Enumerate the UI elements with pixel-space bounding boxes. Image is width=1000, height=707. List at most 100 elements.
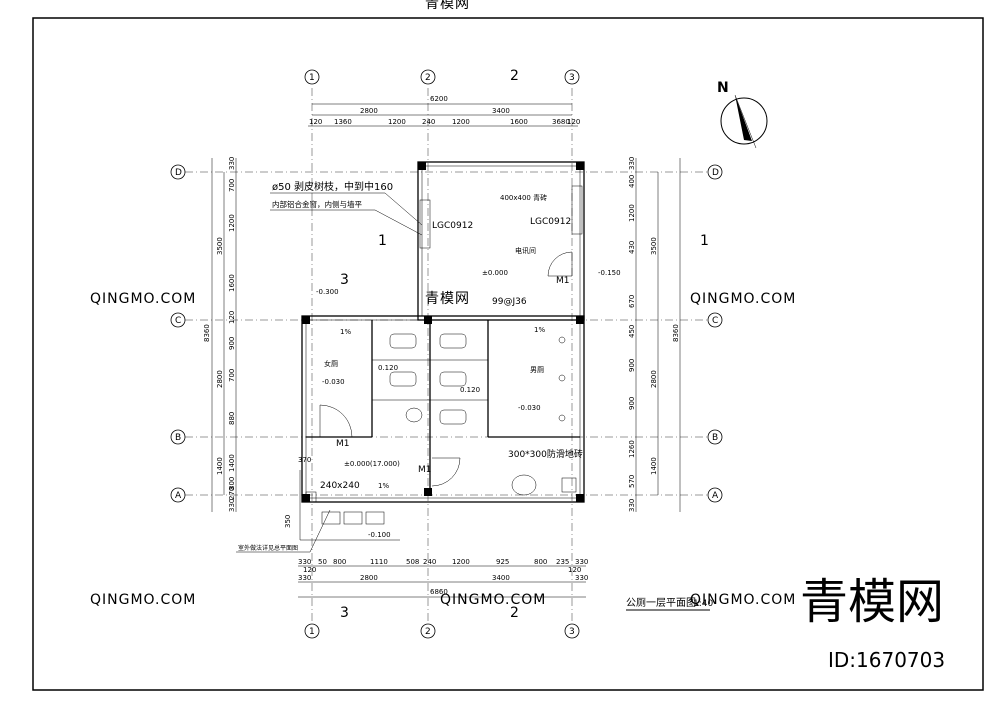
dimension-text: 120	[228, 311, 236, 324]
drawing-frame	[32, 17, 984, 691]
dimension-text: 2800	[360, 107, 378, 115]
dimension-text: 3500	[216, 237, 224, 255]
dimension-text: 330	[628, 499, 636, 512]
section-mark: 2	[510, 605, 519, 621]
dimension-text: 1400	[650, 457, 658, 475]
dimension-text: 800	[534, 558, 547, 566]
dimension-text: 240	[423, 558, 436, 566]
annotation-slope: 1%	[534, 326, 545, 334]
dimension-text: 900	[228, 337, 236, 350]
annotation-rail: ø50 剥皮树枝，中到中160	[272, 180, 393, 193]
axis-bubbles-left: D C B A	[170, 164, 186, 503]
annotation-level: -0.030	[518, 404, 541, 412]
brand-logo: 青模网	[800, 574, 944, 630]
axis-label: C	[712, 316, 718, 326]
drawing-title: 公厕一层平面图 1:40	[626, 597, 713, 611]
axis-label: B	[175, 433, 181, 443]
dimension-text: 1400	[228, 454, 236, 472]
axis-label: A	[712, 491, 719, 501]
axis-bubbles-bottom: 1 2 3 3 2	[304, 605, 580, 639]
axis-label: 1	[309, 73, 315, 83]
dimension-text: 800	[228, 477, 236, 490]
axis-label: 2	[425, 73, 431, 83]
dimension-text: 1360	[334, 118, 352, 126]
annotation-door: M1	[336, 439, 350, 449]
axis-label: D	[712, 168, 719, 178]
dimension-top: 6200 2800 3400 120 1360 1200 240 1200 16…	[308, 95, 580, 127]
annotation-outdoor: 室外做法详见总平面图	[238, 544, 298, 552]
annotation-door: M1	[556, 276, 570, 286]
building-walls	[301, 161, 585, 503]
dimension-text: 1260	[628, 440, 636, 458]
dimension-text: 8360	[203, 324, 211, 342]
annotation-pillar: 400x400 青砖	[500, 193, 547, 202]
watermark-text: QINGMO.COM	[690, 291, 796, 307]
dimension-text: 1200	[228, 214, 236, 232]
dimension-text: 330	[298, 574, 311, 582]
axis-label: A	[175, 491, 182, 501]
dimension-text: 925	[496, 558, 509, 566]
annotation-grate: 300*300防滑地砖	[508, 448, 583, 460]
annotation-level: ±0.000	[482, 269, 508, 277]
dimension-text: 330	[575, 558, 588, 566]
dimension-text: 670	[628, 295, 636, 308]
dimension-text: 330	[228, 499, 236, 512]
annotation-pipe: 99@J36	[492, 297, 527, 307]
section-mark: 2	[510, 68, 519, 84]
annotations: ø50 剥皮树枝，中到中160 内部铝合金窗，内侧与墙平 LGC0912 LGC…	[238, 180, 709, 552]
leader-lines	[236, 192, 423, 553]
dimension-text: 2800	[360, 574, 378, 582]
annotation-level: -0.150	[598, 269, 621, 277]
dimension-text: 330	[628, 157, 636, 170]
dimension-text: 370	[298, 456, 311, 464]
dimension-text: 900	[628, 359, 636, 372]
dimension-text: 508	[406, 558, 419, 566]
dimension-text: 1200	[452, 118, 470, 126]
dimension-text: 1200	[388, 118, 406, 126]
dimension-text: 3400	[492, 107, 510, 115]
watermark-text: 青模网	[425, 0, 470, 12]
axis-bubbles-right: D C B A	[707, 164, 723, 503]
annotation-room: 电讯间	[515, 246, 536, 255]
annotation-level: 0.120	[378, 364, 398, 372]
watermark-text: QINGMO.COM	[90, 291, 196, 307]
dimension-text: 1200	[628, 204, 636, 222]
dimension-text: 235	[556, 558, 569, 566]
watermark-text: QINGMO.COM	[90, 592, 196, 608]
dimension-text: 1600	[510, 118, 528, 126]
dimension-text: 350	[284, 515, 292, 528]
axis-bubbles-top: 1 2 3 2	[304, 68, 580, 85]
annotation-window: LGC0912	[432, 221, 473, 231]
dimension-text: 900	[628, 397, 636, 410]
annotation-level: -0.100	[368, 531, 391, 539]
watermark-text: QINGMO.COM	[690, 592, 796, 608]
dimension-text: 330	[298, 558, 311, 566]
watermark-layer: QINGMO.COM QINGMO.COM QINGMO.COM QINGMO.…	[90, 0, 796, 608]
dimension-text: 570	[628, 475, 636, 488]
dimension-text: 880	[228, 412, 236, 425]
dimension-text: 450	[628, 325, 636, 338]
dimension-text: 1200	[452, 558, 470, 566]
annotation-level: 0.120	[460, 386, 480, 394]
dimension-text: 120	[303, 566, 316, 574]
north-arrow-icon: N	[717, 80, 768, 149]
dimension-text: 1400	[216, 457, 224, 475]
dimension-text: 3500	[650, 237, 658, 255]
id-text: ID:1670703	[828, 648, 945, 672]
annotation-level: ±0.000(17.000)	[344, 460, 400, 468]
dimension-text: 800	[333, 558, 346, 566]
dimension-text: 430	[628, 241, 636, 254]
axis-label: 3	[569, 627, 575, 637]
annotation-window-note: 内部铝合金窗，内侧与墙平	[272, 199, 362, 209]
axis-label: 1	[309, 627, 315, 637]
axis-label: 3	[569, 73, 575, 83]
dimension-text: 50	[318, 558, 327, 566]
doors	[319, 251, 573, 487]
dimension-bottom: 330 50 800 1110 508 240 1200 925 800 235…	[298, 558, 588, 598]
dimension-text: 2800	[650, 370, 658, 388]
title-text: 公厕一层平面图	[626, 597, 696, 609]
section-mark: 3	[340, 605, 349, 621]
axis-label: C	[175, 316, 181, 326]
north-label: N	[717, 80, 729, 96]
